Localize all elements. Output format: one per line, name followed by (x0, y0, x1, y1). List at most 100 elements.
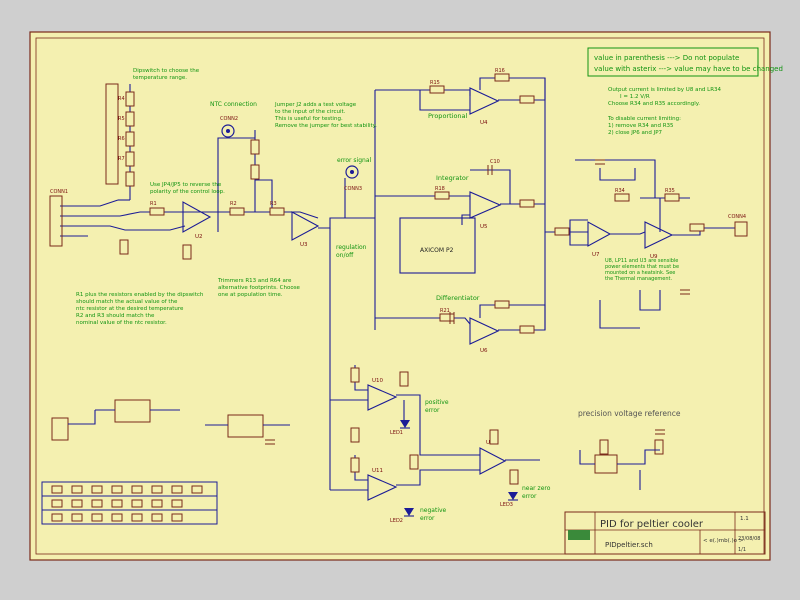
opamp-u7-sum[interactable]: U7 (587, 221, 612, 258)
note-current-limit: Output current is limited by U8 and LR34… (607, 87, 722, 136)
decoupling-cap-bank (41, 481, 218, 525)
legend-box: value in parenthesis ---> Do not populat… (587, 47, 783, 77)
svg-text:R15: R15 (430, 80, 440, 86)
svg-text:U2: U2 (195, 234, 203, 240)
svg-text:error signal: error signal (337, 157, 372, 164)
title-block: PID for peltier cooler PIDpeltier.sch < … (564, 511, 766, 555)
svg-text:to the input of the circuit.: to the input of the circuit. (275, 109, 346, 115)
svg-text:alternative footprints. Choose: alternative footprints. Choose (218, 285, 301, 291)
title-text: PID for peltier cooler (600, 519, 704, 530)
svg-text:polarity of the control loop.: polarity of the control loop. (150, 189, 225, 195)
note-ntc: NTC connection (210, 101, 257, 108)
conn-ntc-probe[interactable] (221, 124, 235, 138)
note-dipswitch: Dipswitch to choose the temperature rang… (133, 68, 200, 81)
capacitor-group (265, 159, 690, 445)
opamp-u9-output[interactable]: U9 (644, 221, 674, 260)
opamp-u5-integrator[interactable]: U5 (469, 191, 502, 230)
svg-text:R18: R18 (435, 186, 445, 192)
led-negative-error (404, 508, 414, 517)
dipswitch[interactable] (105, 83, 119, 185)
svg-text:1) remove R34 and R35: 1) remove R34 and R35 (608, 123, 674, 129)
svg-text:R4: R4 (118, 96, 125, 102)
led-near-zero (508, 492, 518, 501)
svg-text:CONN1: CONN1 (50, 189, 68, 195)
conn-error-test-point[interactable] (345, 165, 359, 179)
label-integrator: Integrator (436, 174, 469, 182)
date-text: 23/08/08 (738, 536, 760, 542)
label-negative-error: negative error (420, 507, 447, 522)
svg-text:R2: R2 (230, 201, 237, 207)
logo-mark (568, 530, 590, 540)
power-connector[interactable] (51, 410, 96, 441)
svg-text:ntc resistor at the desired te: ntc resistor at the desired temperature (76, 306, 184, 312)
legend-line-2: value with asterix ---> value may have t… (594, 65, 783, 73)
svg-text:Dipswitch to choose the: Dipswitch to choose the (133, 68, 200, 74)
svg-text:R2 and R3 should match the: R2 and R3 should match the (76, 313, 155, 319)
svg-text:Jumper J2 adds a test voltage: Jumper J2 adds a test voltage (274, 102, 357, 108)
svg-text:near zero: near zero (522, 485, 551, 492)
conn-output[interactable] (734, 221, 748, 237)
svg-text:U8, LP11 and U3 are sensible: U8, LP11 and U3 are sensible (605, 258, 678, 264)
svg-text:regulation: regulation (336, 244, 367, 251)
svg-text:R5: R5 (118, 116, 125, 122)
svg-text:I = 1.2 V/R: I = 1.2 V/R (620, 94, 650, 100)
label-differentiator: Differentiator (436, 294, 480, 302)
svg-text:U11: U11 (372, 468, 383, 474)
svg-text:should match the actual value: should match the actual value of the (76, 299, 178, 305)
note-jumper-reverse: Use JP4/JP5 to reverse the polarity of t… (150, 182, 225, 195)
sheet-frame (35, 37, 765, 555)
svg-text:R21: R21 (440, 308, 450, 314)
svg-text:nominal value of the ntc resis: nominal value of the ntc resistor. (76, 320, 167, 326)
label-proportional: Proportional (428, 112, 468, 120)
svg-text:R7: R7 (118, 156, 125, 162)
note-jumper-test: Jumper J2 adds a test voltage to the inp… (274, 102, 377, 129)
legend-line-1: value in parenthesis ---> Do not populat… (594, 54, 739, 62)
opamp-u10-positive[interactable]: U10 (367, 378, 398, 411)
label-positive-error: positive error (425, 399, 449, 414)
svg-text:on/off: on/off (336, 252, 354, 259)
svg-text:R1 plus the resistors enabled: R1 plus the resistors enabled by the dip… (76, 292, 204, 298)
opamp-u6-differentiator[interactable]: U6 (469, 317, 500, 354)
svg-text:R1: R1 (150, 201, 157, 207)
regulator-u13 (205, 414, 290, 438)
label-near-zero-error: near zero error (522, 485, 551, 500)
svg-text:R16: R16 (495, 68, 505, 74)
svg-text:This is useful for testing.: This is useful for testing. (274, 116, 343, 122)
svg-text:error: error (522, 493, 537, 500)
svg-text:Remove the jumper for best sta: Remove the jumper for best stability. (275, 123, 377, 129)
note-trimmers: Trimmers R13 and R64 are alternative foo… (217, 278, 301, 298)
svg-text:error: error (420, 515, 435, 522)
label-regulation: regulation on/off (336, 244, 367, 259)
svg-text:U7: U7 (592, 252, 600, 258)
svg-text:U10: U10 (372, 378, 384, 384)
ref-labels: R4 R5 R6 R7 R1 R2 R3 R15 R16 R18 R21 R34… (50, 68, 746, 524)
svg-text:Output current is limited by U: Output current is limited by U8 and LR34 (608, 87, 722, 93)
svg-text:Trimmers R13 and R64 are: Trimmers R13 and R64 are (217, 278, 292, 284)
site-text: < e(.)mb(.)o > (703, 538, 744, 544)
svg-text:U9: U9 (650, 254, 658, 260)
svg-text:NTC connection: NTC connection (210, 101, 257, 108)
opamp-u11-negative[interactable]: U11 (367, 468, 398, 501)
precision-reference (579, 449, 660, 490)
conn-ntc-input[interactable] (49, 195, 63, 247)
note-u8: U8, LP11 and U3 are sensible power eleme… (605, 258, 679, 282)
svg-text:2) close JP6 and JP7: 2) close JP6 and JP7 (608, 130, 663, 136)
svg-text:LED3: LED3 (500, 502, 513, 508)
opamp-u4-proportional[interactable]: U4 (469, 87, 500, 126)
svg-text:Choose R34 and R35 accordingly: Choose R34 and R35 accordingly. (608, 101, 700, 107)
label-relay: AXICOM P2 (420, 247, 454, 254)
svg-text:LED1: LED1 (390, 430, 403, 436)
svg-text:LED2: LED2 (390, 518, 403, 524)
svg-text:R34: R34 (615, 188, 625, 194)
svg-text:To disable current limiting:: To disable current limiting: (607, 116, 681, 122)
svg-text:mounted on a heatsink. See: mounted on a heatsink. See (605, 270, 675, 276)
label-error-signal: error signal (337, 157, 372, 164)
opamp-u2[interactable]: U2 (182, 201, 212, 240)
svg-text:CONN3: CONN3 (344, 186, 362, 192)
svg-text:U6: U6 (480, 348, 488, 354)
opamp-u3[interactable]: U3 (291, 211, 320, 248)
svg-text:R6: R6 (118, 136, 125, 142)
resistor-group (119, 73, 705, 485)
regulator-u12 (95, 399, 180, 423)
